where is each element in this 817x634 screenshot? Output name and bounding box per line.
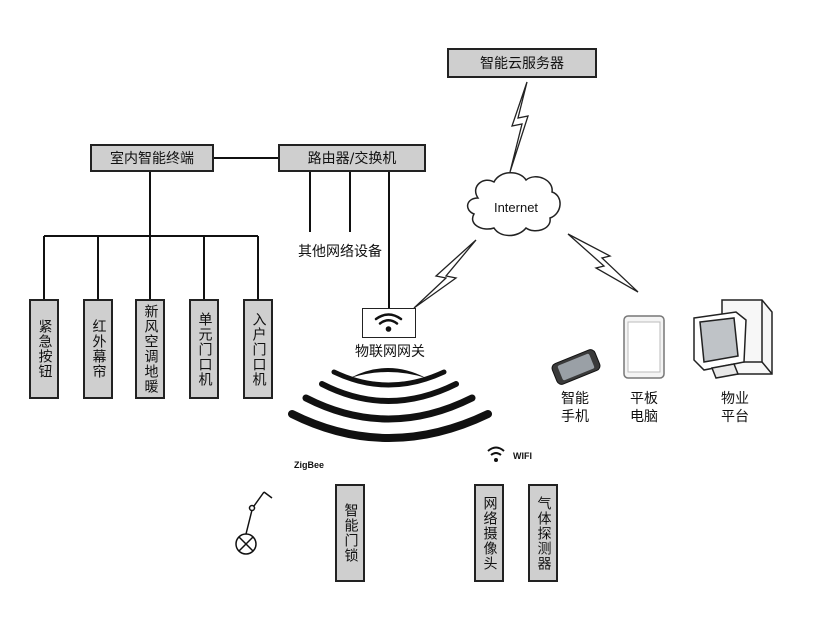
lightning-cloud-devices (567, 233, 639, 293)
device-smart-lock: 智能门锁 (335, 484, 365, 582)
router-label: 路由器/交换机 (307, 151, 397, 167)
light-switch-icon (235, 491, 273, 555)
device-network-camera: 网络摄像头 (474, 484, 504, 582)
other-devices-label: 其他网络设备 (298, 244, 382, 260)
router-box: 路由器/交换机 (278, 144, 426, 172)
cloud-server-label: 智能云服务器 (480, 56, 564, 72)
device-home-door-station: 入户门口机 (243, 299, 273, 399)
zigbee-label: ZigBee (294, 460, 325, 470)
device-infrared-curtain: 红外幕帘 (83, 299, 113, 399)
zigbee-waves-icon (288, 368, 492, 442)
indoor-terminal-box: 室内智能终端 (90, 144, 214, 172)
lightning-server-cloud (509, 81, 529, 173)
internet-label: Internet (493, 200, 539, 215)
desktop-computer-icon (693, 299, 773, 379)
wifi-label: WIFI (513, 451, 532, 461)
internet-cloud-shape (466, 172, 561, 237)
cloud-server-box: 智能云服务器 (447, 48, 597, 78)
device-gas-detector: 气体探测器 (528, 484, 558, 582)
device-unit-door-station: 单元门口机 (189, 299, 219, 399)
property-platform-label: 物业 平台 (721, 391, 749, 425)
wifi-icon (374, 313, 403, 332)
iot-gateway-box (362, 308, 416, 338)
tablet-label: 平板 电脑 (630, 391, 658, 425)
tablet-icon (623, 315, 665, 379)
device-hvac-floor-heating: 新风空调地暖 (135, 299, 165, 399)
smartphone-label: 智能 手机 (561, 391, 589, 425)
lightning-cloud-gateway (413, 239, 477, 309)
device-emergency-button: 紧急按钮 (29, 299, 59, 399)
smartphone-icon (551, 349, 601, 385)
indoor-terminal-label: 室内智能终端 (110, 151, 194, 167)
wifi-small-icon (487, 446, 505, 462)
iot-gateway-label: 物联网网关 (355, 344, 425, 360)
